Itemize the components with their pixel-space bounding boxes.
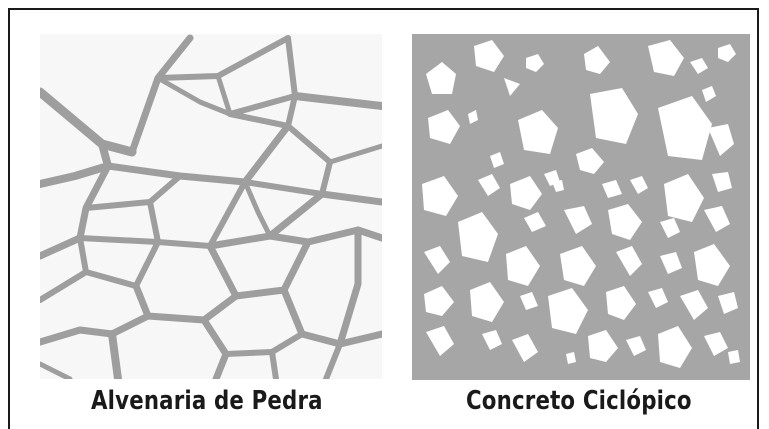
stone-masonry-illustration — [40, 34, 382, 379]
cyclopean-concrete-illustration — [412, 34, 750, 380]
stone-masonry-caption: Alvenaria de Pedra — [91, 386, 323, 416]
cyclopean-concrete-caption: Concreto Ciclópico — [466, 386, 692, 416]
